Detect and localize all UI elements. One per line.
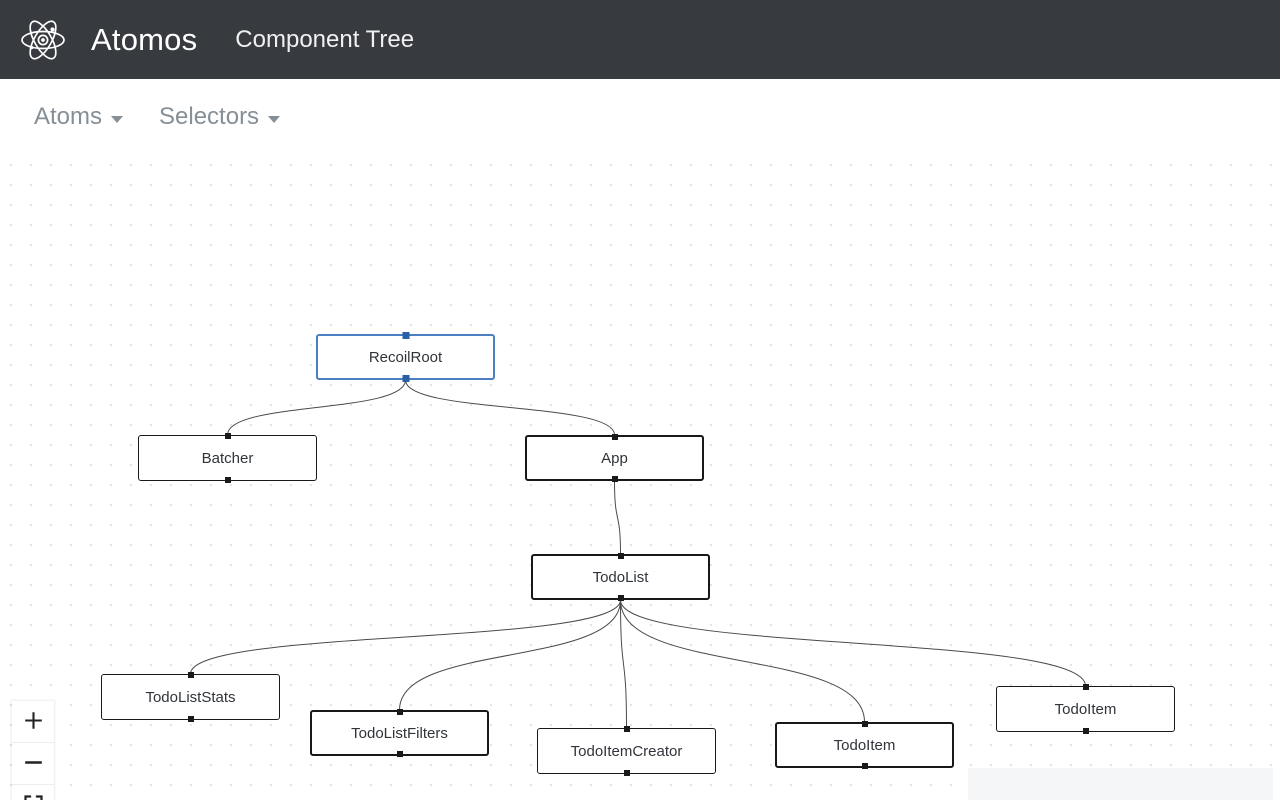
- app-header: Atomos Component Tree: [0, 0, 1280, 79]
- tree-edge: [620, 599, 865, 723]
- plus-icon: [24, 711, 43, 733]
- tree-node-batcher[interactable]: Batcher: [138, 433, 317, 483]
- tree-edge: [399, 599, 621, 711]
- flow-controls: [12, 701, 54, 800]
- atoms-dropdown[interactable]: Atoms: [34, 103, 124, 131]
- tree-node-label: TodoItem: [833, 736, 896, 754]
- node-handle-source[interactable]: [861, 763, 868, 769]
- node-handle-target[interactable]: [611, 434, 618, 440]
- tree-edge: [620, 599, 1086, 687]
- chevron-down-icon: [268, 115, 281, 123]
- node-handle-target[interactable]: [1082, 684, 1089, 690]
- tree-node-label: App: [601, 449, 628, 467]
- zoom-out-button[interactable]: [12, 743, 54, 785]
- minimap[interactable]: [968, 768, 1273, 800]
- minus-icon: [24, 753, 43, 775]
- tree-node-todoitem2[interactable]: TodoItem: [996, 684, 1175, 734]
- node-handle-target[interactable]: [861, 721, 868, 727]
- tree-node-label: TodoList: [592, 568, 649, 586]
- node-handle-target[interactable]: [617, 553, 624, 559]
- fit-view-button[interactable]: [12, 785, 54, 800]
- chevron-down-icon: [111, 115, 124, 123]
- tree-node-label: TodoItemCreator: [570, 742, 683, 760]
- node-handle-source[interactable]: [611, 476, 618, 482]
- tree-edge: [227, 379, 406, 436]
- tree-node-todoitemcreator[interactable]: TodoItemCreator: [537, 726, 716, 776]
- tree-edge: [620, 599, 627, 729]
- zoom-in-button[interactable]: [12, 701, 54, 743]
- tree-edge: [614, 480, 621, 555]
- tree-node-app[interactable]: App: [525, 434, 704, 482]
- node-handle-target[interactable]: [187, 672, 194, 678]
- node-handle-source[interactable]: [187, 716, 194, 722]
- tree-node-todoitem1[interactable]: TodoItem: [775, 721, 954, 769]
- tree-node-todoliststats[interactable]: TodoListStats: [101, 672, 280, 722]
- tree-edge: [190, 599, 621, 675]
- atom-icon: [19, 16, 67, 64]
- tree-node-label: TodoItem: [1054, 700, 1117, 718]
- node-handle-target[interactable]: [396, 709, 403, 715]
- node-handle-source[interactable]: [1082, 728, 1089, 734]
- node-handle-source[interactable]: [617, 595, 624, 601]
- node-handle-source[interactable]: [402, 375, 409, 382]
- selectors-dropdown[interactable]: Selectors: [159, 103, 281, 131]
- tree-edge: [405, 379, 615, 436]
- filter-toolbar: Atoms Selectors: [0, 79, 1280, 155]
- node-handle-source[interactable]: [623, 770, 630, 776]
- node-handle-target[interactable]: [623, 726, 630, 732]
- page-title: Component Tree: [235, 25, 415, 53]
- tree-node-todolistfilters[interactable]: TodoListFilters: [310, 709, 489, 757]
- selectors-dropdown-label: Selectors: [159, 103, 260, 130]
- brand-title: Atomos: [91, 21, 198, 57]
- fit-view-icon: [23, 795, 43, 800]
- node-handle-source[interactable]: [224, 477, 231, 483]
- tree-node-label: Batcher: [201, 449, 254, 467]
- atoms-dropdown-label: Atoms: [34, 103, 103, 130]
- tree-node-label: RecoilRoot: [368, 348, 443, 366]
- tree-node-label: TodoListFilters: [351, 724, 448, 742]
- node-handle-source[interactable]: [396, 751, 403, 757]
- node-handle-target[interactable]: [402, 332, 409, 339]
- tree-node-recoilroot[interactable]: RecoilRoot: [316, 332, 495, 382]
- tree-node-label: TodoListStats: [145, 688, 236, 706]
- node-handle-target[interactable]: [224, 433, 231, 439]
- tree-node-todolist[interactable]: TodoList: [531, 553, 710, 601]
